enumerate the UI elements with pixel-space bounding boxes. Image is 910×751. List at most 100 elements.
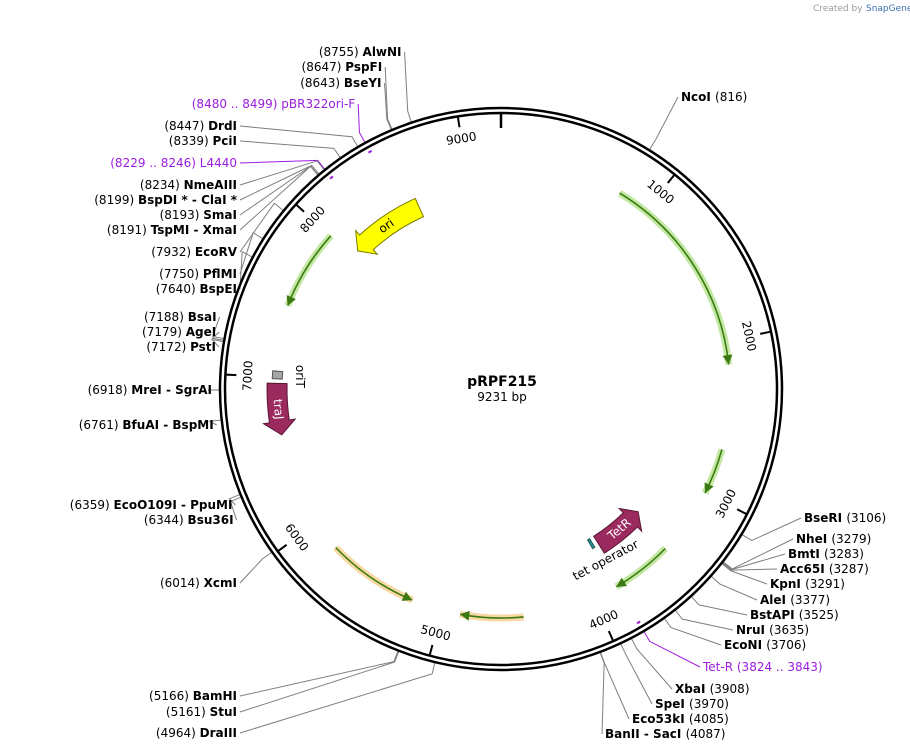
- orf-2-head: [704, 482, 714, 493]
- leader-line: [239, 231, 264, 275]
- site-label: (8193) SmaI: [160, 208, 237, 222]
- site-position: (3525): [799, 608, 839, 622]
- site-label: (6014) XcmI: [160, 576, 237, 590]
- leader-line: [212, 316, 225, 340]
- leader-line: [208, 419, 222, 426]
- site-label: (8447) DrdI: [164, 119, 237, 133]
- orf-1-head: [722, 354, 733, 365]
- site-name: BspEI: [199, 282, 237, 296]
- ring-tick: [607, 630, 614, 641]
- site-name: PstI: [190, 340, 216, 354]
- site-name: pBR322ori-F: [281, 97, 355, 111]
- site-position: (7172): [146, 340, 190, 354]
- site-name: BstAPI: [750, 608, 799, 622]
- site-label: (8339) PciI: [169, 134, 237, 148]
- leader-line: [239, 250, 254, 290]
- ring-tick-label: 5000: [419, 622, 452, 643]
- site-name: BfuAI - BspMI: [122, 418, 213, 432]
- site-label: Tet-R (3824 .. 3843): [702, 660, 823, 674]
- site-position: (8480 .. 8499): [192, 97, 282, 111]
- site-label: (8234) NmeAIII: [140, 178, 237, 192]
- site-label: BseRI (3106): [804, 511, 886, 525]
- leader-line: [357, 103, 366, 144]
- site-label: (7172) PstI: [146, 340, 216, 354]
- site-position: (3279): [831, 532, 871, 546]
- site-position: (8339): [169, 134, 213, 148]
- site-name: XcmI: [204, 576, 237, 590]
- site-name: AgeI: [186, 325, 216, 339]
- site-position: (6918): [88, 383, 132, 397]
- leader-line: [721, 562, 768, 585]
- site-position: (6761): [79, 418, 123, 432]
- primer-mark: [329, 175, 334, 180]
- ring-tick: [736, 508, 747, 515]
- ring-inner: [223, 111, 779, 667]
- leader-line: [620, 643, 653, 705]
- site-label: NheI (3279): [796, 532, 871, 546]
- site-label: (8647) PspFI: [302, 60, 383, 74]
- site-label: SpeI (3970): [655, 697, 729, 711]
- site-label: (8199) BspDI * - ClaI *: [94, 193, 237, 207]
- site-position: (3706): [766, 638, 806, 652]
- site-name: SmaI: [203, 208, 237, 222]
- site-name: DraIII: [200, 726, 237, 740]
- ring-tick-label: 8000: [297, 203, 328, 235]
- site-label: (8755) AlwNI: [319, 45, 402, 59]
- site-label: BanII - SacI (4087): [605, 727, 725, 741]
- site-label: (8480 .. 8499) pBR322ori-F: [192, 97, 356, 111]
- plasmid-name: pRPF215: [467, 374, 537, 390]
- site-label: (7179) AgeI: [142, 325, 216, 339]
- site-position: (4087): [686, 727, 726, 741]
- leader-line: [404, 51, 413, 123]
- site-position: (8191): [107, 223, 151, 237]
- site-label: NruI (3635): [736, 623, 809, 637]
- leader-line: [239, 662, 436, 734]
- leader-line: [710, 575, 758, 601]
- ring-outer: [218, 106, 784, 672]
- primer-mark: [636, 620, 641, 625]
- site-position: (7750): [159, 267, 203, 281]
- leader-line: [239, 165, 319, 231]
- plasmid-length: 9231 bp: [477, 390, 527, 404]
- site-position: (3287): [829, 562, 869, 576]
- leader-line: [648, 96, 679, 151]
- site-label: (8229 .. 8246) L4440: [110, 156, 237, 170]
- site-position: (8647): [302, 60, 346, 74]
- leader-line: [599, 651, 630, 720]
- leader-line: [211, 331, 225, 341]
- site-name: Tet-R: [702, 660, 737, 674]
- ring-tick-label: 1000: [644, 177, 677, 207]
- leader-line: [239, 160, 326, 186]
- site-position: (3106): [846, 511, 886, 525]
- ring-tick: [277, 543, 288, 552]
- site-name: MreI - SgrAI: [131, 383, 212, 397]
- leader-line: [229, 496, 242, 521]
- leader-line: [239, 159, 326, 171]
- site-name: Acc65I: [780, 562, 829, 576]
- site-position: (4085): [689, 712, 729, 726]
- site-position: (3970): [689, 697, 729, 711]
- leader-line: [239, 202, 284, 253]
- orf-1-glow: [617, 190, 733, 365]
- site-label: EcoNI (3706): [724, 638, 806, 652]
- site-position: (6359): [70, 498, 114, 512]
- leader-line: [722, 553, 786, 571]
- feature-ori: [354, 197, 425, 255]
- site-name: DrdI: [208, 119, 237, 133]
- leader-line: [239, 650, 400, 713]
- leader-line: [228, 493, 241, 506]
- site-name: PspFI: [345, 60, 382, 74]
- site-labels: (8755) AlwNI(8647) PspFI(8643) BseYI(848…: [70, 45, 886, 741]
- site-name: L4440: [200, 156, 237, 170]
- site-position: (7179): [142, 325, 186, 339]
- site-name: NheI: [796, 532, 831, 546]
- primer-mark: [367, 149, 373, 154]
- ring-tick: [759, 330, 771, 335]
- site-name: BsaI: [188, 310, 217, 324]
- leader-line: [630, 637, 673, 690]
- site-label: Eco53kI (4085): [632, 712, 729, 726]
- feature-label-traJ: traJ: [271, 398, 287, 420]
- site-position: (3824 .. 3843): [737, 660, 823, 674]
- site-name: PciI: [213, 134, 238, 148]
- site-position: (8193): [160, 208, 204, 222]
